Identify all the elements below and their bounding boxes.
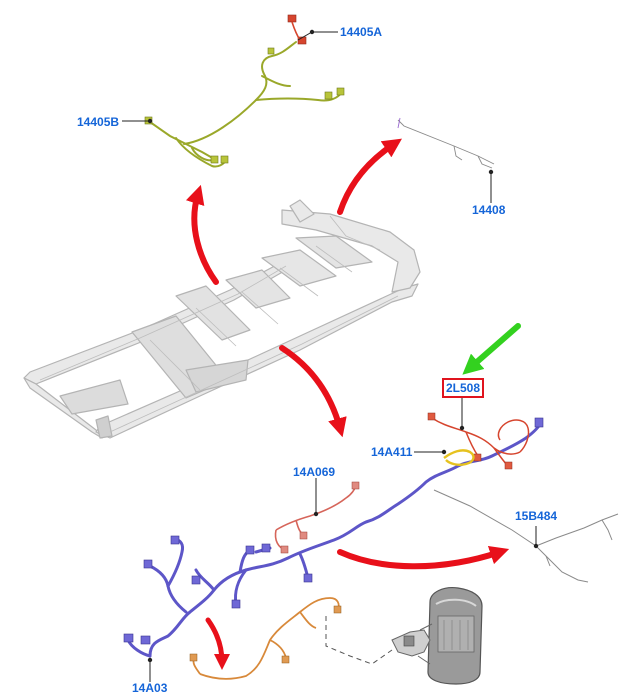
curved-red-arrow <box>279 345 347 438</box>
harness-main-connectors <box>123 417 544 645</box>
callout-15B484: 15B484 <box>515 509 558 523</box>
leader-lines <box>122 31 537 682</box>
red-arrows <box>185 138 510 670</box>
harness-2L508-connectors <box>427 412 513 470</box>
curved-red-arrow <box>337 545 510 570</box>
harness-14405-connectors <box>144 14 345 164</box>
callout-2L508-highlighted: 2L508 <box>441 378 485 398</box>
frame-detail-lines <box>39 215 399 433</box>
callout-14A411: 14A411 <box>371 445 413 459</box>
harness-14405 <box>149 41 343 168</box>
harness-14408 <box>397 117 495 169</box>
callout-14405B: 14405B <box>77 115 120 129</box>
harness-14A069-connectors <box>280 481 360 554</box>
curved-red-arrow <box>337 138 402 215</box>
harness-15B484 <box>433 489 619 583</box>
green-arrow <box>462 323 521 375</box>
component-module <box>391 587 483 685</box>
harness-14A411 <box>443 449 475 466</box>
curved-red-arrow <box>185 184 219 285</box>
callout-14A03: 14A03 <box>132 681 168 695</box>
dashed-link-line <box>325 616 393 665</box>
vehicle-frame <box>23 199 421 439</box>
callout-14A069: 14A069 <box>293 465 336 479</box>
curved-red-arrow <box>205 617 230 670</box>
harness-main <box>126 422 542 658</box>
callout-14408: 14408 <box>472 203 506 217</box>
leader-dots <box>147 29 539 663</box>
callout-14405A: 14405A <box>340 25 383 39</box>
harness-orange-connectors <box>189 605 342 664</box>
